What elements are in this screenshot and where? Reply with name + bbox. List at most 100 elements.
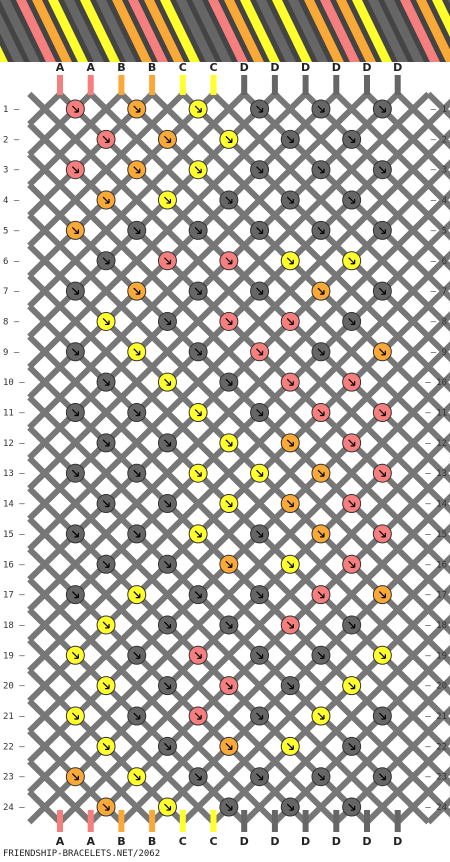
- start-strand: [302, 75, 309, 95]
- knot-arrow: [71, 348, 79, 356]
- knot-arrow: [317, 226, 325, 234]
- start-strand: [57, 75, 63, 95]
- knot-arrow: [286, 803, 294, 811]
- knot-arrow: [133, 712, 141, 720]
- knot-arrow: [194, 469, 202, 477]
- knot-arrow: [194, 348, 202, 356]
- knot-arrow: [256, 773, 264, 781]
- knot-arrow: [102, 560, 110, 568]
- row-number-right: — 24: [425, 803, 447, 813]
- knot-arrow: [102, 196, 110, 204]
- knot-arrow: [102, 439, 110, 447]
- knot-arrow: [225, 560, 233, 568]
- row-number-right: — 22: [425, 742, 447, 752]
- row-number-left: 18 —: [3, 621, 25, 631]
- knot-arrow: [378, 226, 386, 234]
- row-number-right: — 3: [431, 166, 447, 176]
- row-number-right: — 6: [431, 257, 447, 267]
- end-label-8: D: [270, 835, 279, 848]
- end-strand: [179, 810, 186, 832]
- start-label-1: A: [56, 61, 65, 74]
- knot-arrow: [286, 621, 294, 629]
- row-number-left: 19 —: [3, 651, 25, 661]
- knot-arrow: [348, 257, 356, 265]
- end-strand: [118, 810, 125, 832]
- knot-arrow: [71, 712, 79, 720]
- knot-arrow: [164, 803, 172, 811]
- row-number-right: — 13: [425, 469, 447, 479]
- knot-arrow: [348, 196, 356, 204]
- start-label-7: D: [240, 61, 249, 74]
- row-number-left: 17 —: [3, 591, 25, 601]
- knot-arrow: [317, 348, 325, 356]
- knot-arrow: [286, 500, 294, 508]
- row-number-left: 3 —: [3, 166, 20, 176]
- knot-arrow: [133, 469, 141, 477]
- knot-arrow: [348, 318, 356, 326]
- start-strand: [271, 75, 278, 95]
- start-strand: [118, 75, 125, 95]
- row-number-left: 7 —: [3, 287, 20, 297]
- knot-arrow: [225, 318, 233, 326]
- knot-arrow: [317, 105, 325, 113]
- knot-arrow: [286, 378, 294, 386]
- knot-arrow: [225, 742, 233, 750]
- row-number-left: 24 —: [3, 803, 25, 813]
- end-strand: [364, 810, 370, 832]
- knot-arrow: [256, 651, 264, 659]
- knot-arrow: [71, 469, 79, 477]
- knot-arrow: [317, 591, 325, 599]
- knot-arrow: [102, 742, 110, 750]
- knot-arrow: [286, 196, 294, 204]
- knot-arrow: [317, 530, 325, 538]
- knot-arrow: [164, 621, 172, 629]
- knot-arrow: [378, 287, 386, 295]
- knot-grid: [65, 99, 392, 817]
- knot-arrow: [378, 591, 386, 599]
- knot-arrow: [378, 469, 386, 477]
- row-number-right: — 17: [425, 591, 447, 601]
- knot-arrow: [194, 287, 202, 295]
- row-number-left: 14 —: [3, 500, 25, 510]
- row-number-left: 10 —: [3, 378, 25, 388]
- row-number-left: 8 —: [3, 317, 20, 327]
- site-footer: FRIENDSHIP-BRACELETS.NET/2062: [3, 849, 161, 859]
- row-number-left: 12 —: [3, 439, 25, 449]
- knot-arrow: [164, 135, 172, 143]
- knot-arrow: [102, 318, 110, 326]
- knot-arrow: [194, 530, 202, 538]
- knot-arrow: [133, 651, 141, 659]
- knot-arrow: [194, 105, 202, 113]
- knot-arrow: [348, 135, 356, 143]
- knot-arrow: [348, 742, 356, 750]
- knot-arrow: [164, 196, 172, 204]
- knot-arrow: [133, 591, 141, 599]
- row-number-right: — 16: [425, 560, 447, 570]
- row-number-right: — 20: [425, 682, 447, 692]
- row-number-right: — 10: [425, 378, 447, 388]
- knot-arrow: [317, 469, 325, 477]
- knot-arrow: [164, 742, 172, 750]
- end-label-1: A: [56, 835, 65, 848]
- start-strand: [364, 75, 370, 95]
- row-number-right: — 14: [425, 500, 447, 510]
- knot-arrow: [348, 378, 356, 386]
- row-number-right: — 4: [431, 196, 447, 206]
- start-label-8: D: [270, 61, 279, 74]
- row-numbers: 1 —— 12 —— 23 —— 34 —— 45 —— 56 —— 67 ——…: [3, 105, 447, 813]
- knot-arrow: [348, 621, 356, 629]
- knot-arrow: [317, 287, 325, 295]
- end-label-11: D: [362, 835, 371, 848]
- knot-arrow: [164, 500, 172, 508]
- knot-arrow: [133, 105, 141, 113]
- knot-arrow: [256, 530, 264, 538]
- knot-arrow: [71, 409, 79, 417]
- row-number-left: 21 —: [3, 712, 25, 722]
- row-number-left: 15 —: [3, 530, 25, 540]
- knot-arrow: [194, 651, 202, 659]
- knot-arrow: [102, 803, 110, 811]
- knot-arrow: [286, 742, 294, 750]
- knot-arrow: [256, 287, 264, 295]
- knot-arrow: [225, 378, 233, 386]
